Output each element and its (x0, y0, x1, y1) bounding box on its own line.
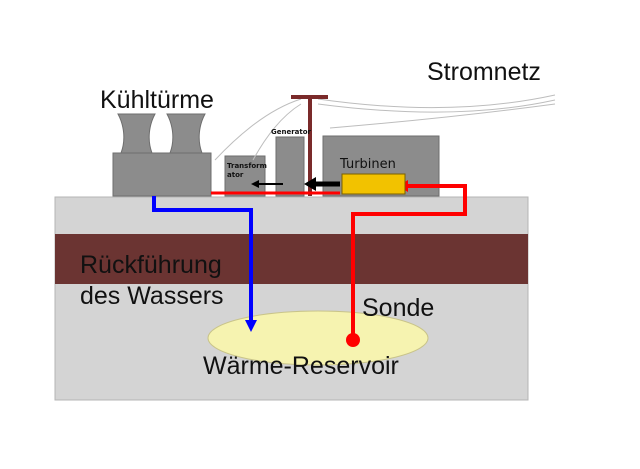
heat-reservoir (207, 310, 429, 366)
rock-layer (55, 234, 528, 284)
cold-water-arrowhead (245, 320, 257, 332)
turbine (341, 173, 406, 195)
label-transformator-1: Transform (227, 162, 267, 170)
probe-end (346, 333, 360, 347)
power-line-3 (317, 94, 556, 109)
transformer-building (224, 155, 266, 197)
power-line-1 (214, 98, 302, 161)
power-line-5 (329, 103, 556, 129)
power-line-4 (317, 99, 556, 113)
label-transformator-2: ator (227, 171, 244, 179)
label-generator: Generator (271, 128, 312, 136)
label-kuehltuerme: Kühltürme (100, 86, 214, 114)
label-rueckfuehrung-2: des Wassers (80, 282, 224, 310)
cold-water-pipe (152, 196, 253, 322)
generator-building (275, 136, 305, 197)
power-arrow-large-head (304, 177, 316, 191)
label-reservoir: Wärme-Reservoir (203, 352, 399, 380)
cooling-tower-left (117, 113, 156, 154)
label-stromnetz: Stromnetz (427, 58, 541, 86)
label-sonde: Sonde (362, 294, 434, 322)
power-line-2 (252, 103, 302, 161)
label-turbinen: Turbinen (339, 157, 396, 172)
cooling-tower-right (166, 113, 206, 154)
ground-surface (54, 196, 529, 401)
power-pole (308, 95, 312, 196)
label-rueckfuehrung-1: Rückführung (80, 251, 222, 279)
hot-water-pipe (351, 184, 467, 338)
cooling-tower-building (112, 152, 212, 197)
power-arrow-small-head (251, 180, 259, 188)
